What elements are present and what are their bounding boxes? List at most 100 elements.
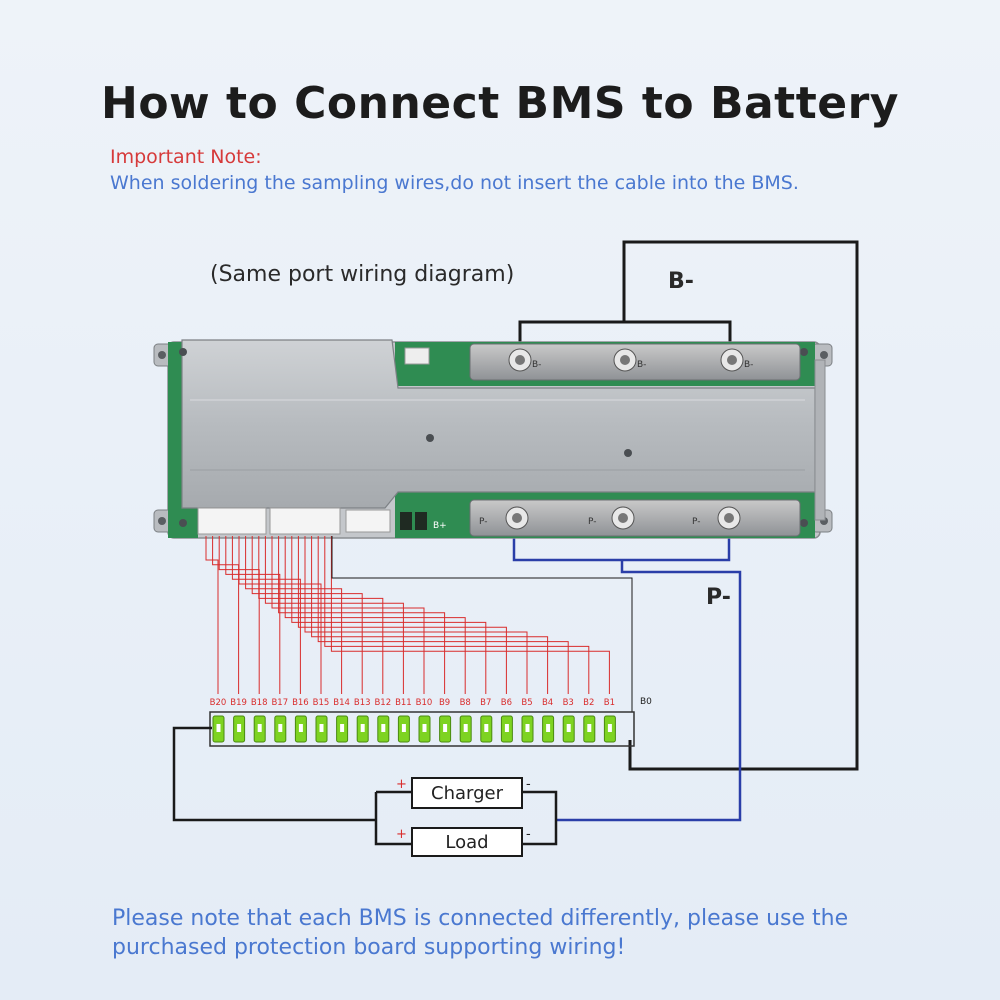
cell-terminal: [607, 724, 612, 732]
load-box: Load + -: [396, 827, 531, 857]
sense-wire: [311, 536, 549, 694]
cell-label: B15: [313, 698, 330, 708]
sense-wire: [231, 536, 301, 694]
pad-label: B-: [637, 360, 646, 370]
pad-label: B-: [744, 360, 753, 370]
charger-box: Charger + -: [396, 777, 531, 809]
cell-terminal: [278, 724, 283, 732]
pad-label: B-: [532, 360, 541, 370]
battery-cell: B9: [439, 698, 452, 743]
cell-label: B19: [230, 698, 247, 708]
pad-pminus-2: P-: [588, 506, 635, 530]
battery-cell: B8: [460, 698, 472, 743]
cell-terminal: [504, 724, 509, 732]
cell-terminal: [401, 724, 406, 732]
b0-wire: [331, 536, 633, 712]
sense-wire: [245, 536, 343, 694]
b0-label: B0: [640, 697, 652, 707]
cell-terminal: [546, 724, 551, 732]
cell-label: B11: [395, 698, 412, 708]
sense-wire: [291, 536, 487, 694]
sense-wire: [271, 536, 425, 694]
b-minus-label: B-: [668, 269, 694, 294]
cell-label: B9: [439, 698, 450, 708]
pad-bminus-1: B-: [508, 348, 541, 372]
top-pads: B- B- B-: [469, 343, 801, 381]
sense-wire: [284, 536, 466, 694]
battery-cell: B19: [230, 698, 247, 743]
battery-cell: B13: [354, 698, 371, 743]
cell-label: B20: [210, 698, 227, 708]
cell-terminal: [422, 724, 427, 732]
battery-cell: B10: [416, 698, 433, 743]
sense-wire: [238, 536, 322, 694]
sense-wire: [251, 536, 363, 694]
cell-terminal: [525, 724, 530, 732]
cell-terminal: [319, 724, 324, 732]
cell-label: B4: [542, 698, 553, 708]
pad-label: P-: [692, 517, 700, 527]
pad-pminus-3: P-: [692, 506, 741, 530]
charger-label: Charger: [431, 783, 504, 804]
sense-wire: [317, 536, 569, 694]
battery-cell: B1: [604, 698, 616, 743]
sense-wire: [324, 536, 590, 694]
cell-label: B2: [583, 698, 594, 708]
battery-cell: B16: [292, 698, 309, 743]
battery-cell: B18: [251, 698, 268, 743]
cell-label: B8: [460, 698, 471, 708]
cell-label: B16: [292, 698, 309, 708]
cell-label: B10: [416, 698, 433, 708]
load-plus: +: [396, 827, 407, 842]
charger-plus: +: [396, 777, 407, 792]
page-title: How to Connect BMS to Battery: [101, 78, 899, 129]
cell-label: B7: [480, 698, 491, 708]
battery-cell: B12: [374, 698, 391, 743]
battery-cell: B6: [501, 698, 513, 743]
p-minus-wire: [512, 538, 742, 822]
load-label: Load: [445, 832, 488, 853]
pad-pminus-1: P-: [479, 506, 529, 530]
cell-terminal: [381, 724, 386, 732]
pad-bminus-3: B-: [720, 348, 753, 372]
battery-cell: B3: [563, 698, 575, 743]
pad-bminus-2: B-: [613, 348, 646, 372]
cell-label: B1: [604, 698, 615, 708]
cell-label: B5: [521, 698, 532, 708]
battery-cell: B15: [313, 698, 330, 743]
diagram-subtitle: (Same port wiring diagram): [210, 262, 515, 287]
cell-terminal: [443, 724, 448, 732]
cell-terminal: [340, 724, 345, 732]
cell-terminal: [463, 724, 468, 732]
battery-cell: B2: [583, 698, 596, 743]
bottom-pads: P- P- P-: [469, 499, 801, 537]
sense-wire: [297, 536, 507, 694]
sense-wire: [264, 536, 404, 694]
cell-terminal: [484, 724, 489, 732]
sense-wires: [205, 536, 633, 712]
cell-label: B6: [501, 698, 512, 708]
important-note-label: Important Note:: [110, 146, 262, 168]
load-minus: -: [526, 827, 531, 842]
battery-cell: B7: [480, 698, 493, 743]
b-plus-label: B+: [433, 521, 447, 531]
battery-cell: B5: [521, 698, 534, 743]
footer-note: Please note that each BMS is connected d…: [112, 906, 849, 960]
b-minus-wire: [518, 240, 859, 771]
sense-wire: [304, 536, 528, 694]
important-note-text: When soldering the sampling wires,do not…: [110, 172, 799, 194]
p-minus-label: P-: [706, 585, 731, 610]
cell-terminal: [566, 724, 571, 732]
pad-label: P-: [588, 517, 596, 527]
charger-minus: -: [526, 777, 531, 792]
cell-label: B18: [251, 698, 268, 708]
cell-terminal: [257, 724, 262, 732]
battery-cell: B14: [333, 698, 350, 743]
battery-cell: B17: [271, 698, 288, 743]
cell-terminal: [587, 724, 592, 732]
cell-terminal: [360, 724, 365, 732]
cell-label: B12: [374, 698, 391, 708]
cell-terminal: [237, 724, 242, 732]
